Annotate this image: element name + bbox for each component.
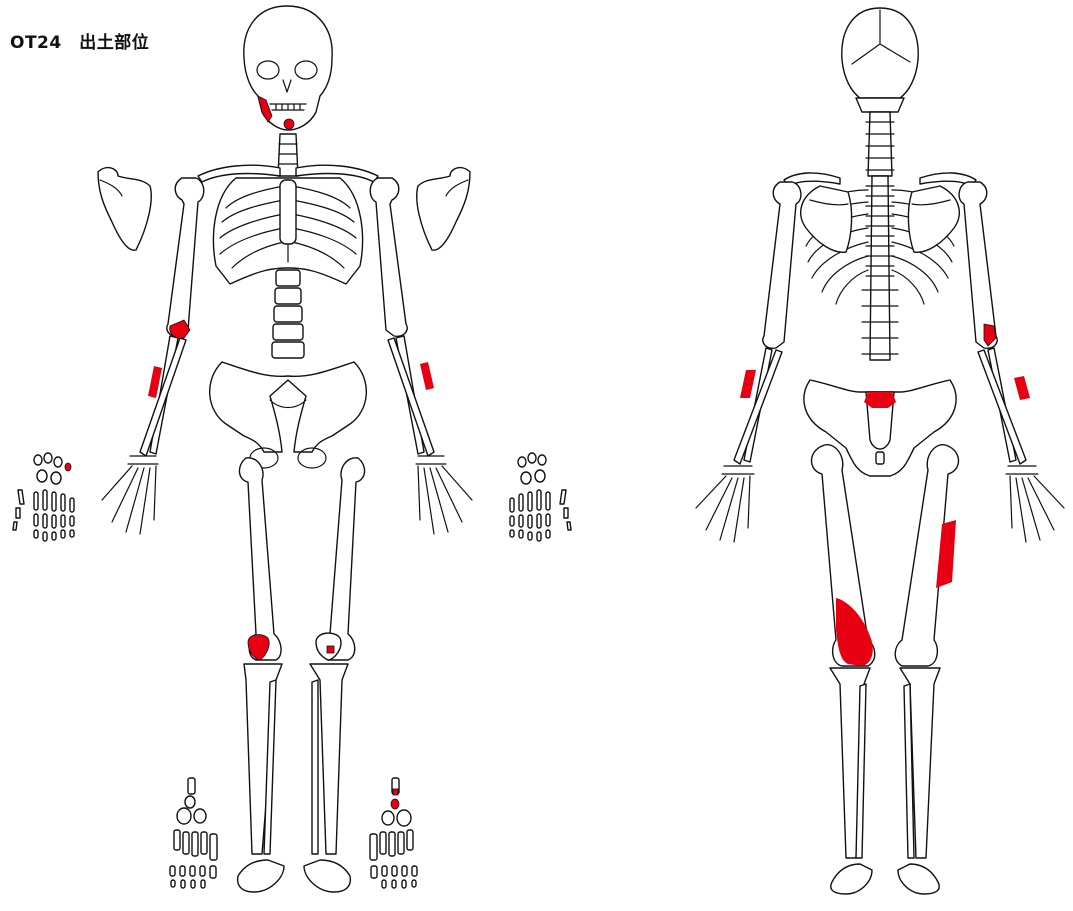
posterior-right-leg (812, 445, 875, 894)
anterior-pelvis (210, 362, 367, 468)
anterior-view (13, 6, 571, 892)
left-ulna-mark (420, 362, 434, 390)
left-carpal-mark (65, 463, 71, 471)
posterior-right-radius-mark (740, 370, 756, 398)
detached-hand-right (510, 453, 571, 541)
anterior-skull (244, 6, 332, 130)
left-patella-mark (327, 646, 334, 653)
posterior-left-arm (959, 182, 1064, 542)
detached-foot-left (170, 778, 217, 888)
anterior-ribcage (213, 178, 362, 284)
mandible-chin-mark (284, 119, 294, 129)
foot-phalanx-mark-1 (393, 789, 398, 795)
anterior-right-scapula (98, 168, 151, 251)
posterior-skull (842, 8, 918, 112)
posterior-left-leg (895, 445, 958, 894)
posterior-spine (862, 112, 898, 360)
anterior-cervical (278, 134, 298, 176)
posterior-left-radius-mark (1014, 376, 1030, 400)
posterior-right-arm (696, 182, 801, 542)
detached-hand-left (13, 453, 74, 541)
anterior-left-scapula (417, 168, 470, 251)
detached-foot-right (370, 778, 417, 888)
anterior-lumbar (272, 270, 304, 358)
posterior-view (696, 8, 1064, 894)
anterior-left-leg (304, 458, 365, 892)
foot-phalanx-mark-2 (391, 799, 399, 809)
anterior-left-arm (370, 178, 472, 534)
anterior-right-leg (238, 458, 284, 892)
